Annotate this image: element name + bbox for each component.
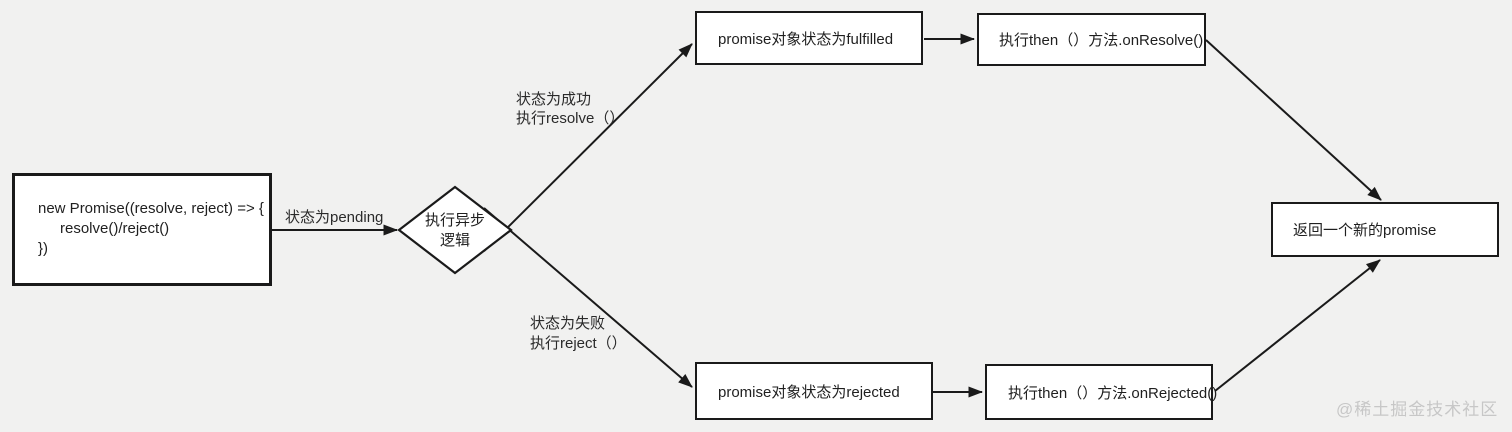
watermark-text: @稀土掘金技术社区 — [1336, 400, 1499, 419]
diamond-label-line-2: 逻辑 — [439, 232, 470, 249]
edge-label-pending: 状态为pending — [285, 206, 383, 227]
node-fulfilled-label: promise对象状态为fulfilled — [718, 30, 894, 48]
watermark: @稀土掘金技术社区 — [1336, 395, 1498, 420]
edge-label-success: 状态为成功 执行resolve（） — [516, 90, 624, 128]
node-on-resolve: 执行then（）方法.onResolve() — [977, 13, 1206, 66]
edge-label-success-line-2: 执行resolve（） — [516, 110, 625, 127]
node-rejected: promise对象状态为rejected — [695, 362, 933, 420]
code-line-2: resolve()/reject() — [60, 220, 170, 237]
edge-label-success-line-1: 状态为成功 — [516, 91, 592, 108]
edge-label-fail: 状态为失败 执行reject（） — [530, 314, 627, 354]
node-return-promise: 返回一个新的promise — [1271, 202, 1499, 257]
node-fulfilled: promise对象状态为fulfilled — [695, 11, 923, 65]
node-on-rejected: 执行then（）方法.onRejected() — [985, 364, 1217, 420]
edge-label-pending-text: 状态为pending — [285, 209, 384, 226]
node-async-logic-label: 执行异步 逻辑 — [399, 211, 511, 251]
edge-success-arrow — [483, 43, 693, 252]
async-logic-diamond-shape — [397, 185, 513, 275]
node-rejected-label: promise对象状态为rejected — [718, 383, 900, 401]
code-line-3: }) — [38, 240, 49, 257]
edge-onrejected-to-return-arrow — [1214, 259, 1381, 392]
edge-onresolve-to-return-arrow — [1205, 39, 1382, 201]
node-on-rejected-label: 执行then（）方法.onRejected() — [1008, 384, 1218, 402]
edge-label-fail-line-2: 执行reject（） — [530, 335, 627, 352]
code-line-1: new Promise((resolve, reject) => { — [38, 200, 264, 217]
edge-label-fail-line-1: 状态为失败 — [530, 315, 606, 332]
node-on-resolve-label: 执行then（）方法.onResolve() — [999, 32, 1204, 49]
diamond-label-line-1: 执行异步 — [424, 212, 485, 229]
node-new-promise: new Promise((resolve, reject) => { resol… — [12, 173, 272, 286]
node-return-promise-label: 返回一个新的promise — [1293, 222, 1437, 239]
edge-fail-arrow — [483, 207, 693, 388]
